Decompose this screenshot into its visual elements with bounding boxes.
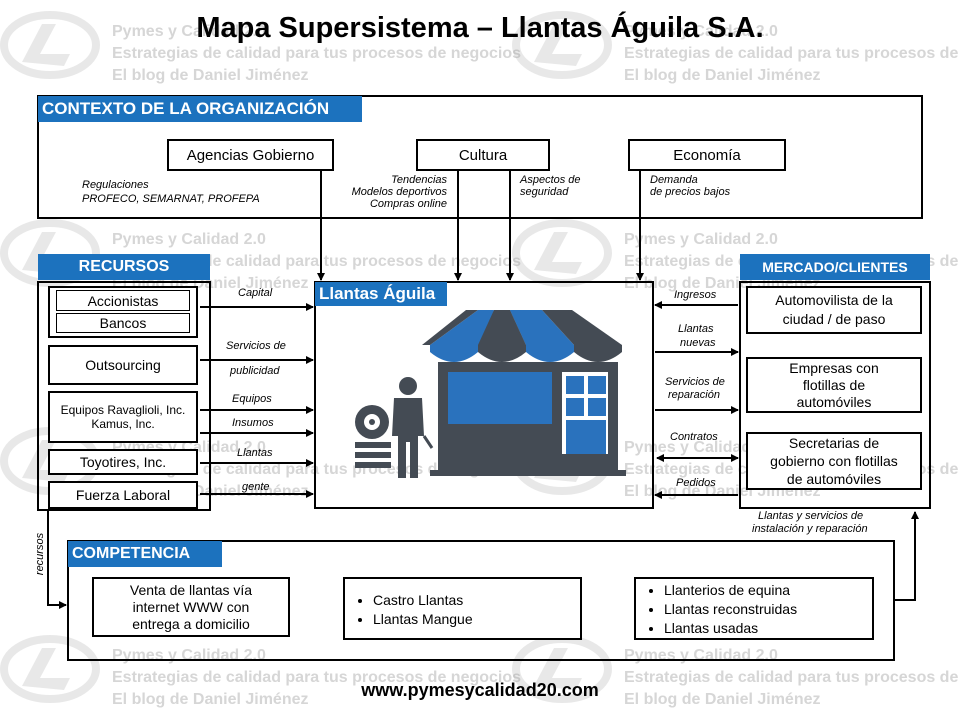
watermark-text: Estrategias de calidad para tus procesos… (624, 669, 960, 686)
label-precios: de precios bajos (650, 186, 731, 198)
watermark-text: Pymes y Calidad 2.0 (112, 231, 266, 248)
competidor-castro: Castro Llantas (373, 591, 572, 610)
flow-label-instalacion-2: instalación y reparación (752, 523, 868, 535)
flow-label-pedidos: Pedidos (676, 477, 716, 489)
equipos-line2: Kamus, Inc. (91, 417, 155, 431)
flow-label-servicios-reparacion-1: Servicios de (665, 376, 725, 388)
cultura-box: Cultura (416, 139, 550, 171)
store-icon (355, 310, 626, 478)
bancos-box: Bancos (56, 313, 190, 333)
watermark-text: El blog de Daniel Jiménez (624, 691, 821, 708)
flow-label-publicidad: publicidad (230, 365, 280, 377)
watermark-text: Pymes y Calidad 2.0 (624, 231, 778, 248)
secretarias-line2: gobierno con flotillas (770, 453, 898, 469)
agencias-gobierno-box: Agencias Gobierno (167, 139, 334, 171)
page-title: Mapa Supersistema – Llantas Águila S.A. (196, 12, 764, 44)
venta-line3: entrega a domicilio (132, 615, 250, 632)
flow-label-capital: Capital (238, 287, 273, 299)
competidor-usadas: Llantas usadas (664, 619, 864, 638)
fuerza-laboral-box: Fuerza Laboral (48, 481, 198, 509)
watermark-logo-icon (0, 11, 100, 79)
watermark-text: Estrategias de calidad para tus procesos… (112, 45, 522, 62)
center-section-frame (314, 281, 654, 509)
context-section-frame (37, 95, 923, 219)
empresas-line1: Empresas con (789, 359, 879, 376)
arrow-recursos (47, 510, 67, 609)
automovilista-box: Automovilista de la ciudad / de paso (746, 286, 922, 334)
label-regulaciones: Regulaciones (82, 179, 149, 191)
market-header: MERCADO/CLIENTES (740, 254, 930, 280)
context-header: CONTEXTO DE LA ORGANIZACIÓN (38, 96, 362, 122)
competidor-mangue: Llantas Mangue (373, 610, 572, 629)
flow-label-ingresos: Ingresos (674, 289, 717, 301)
flow-label-servicios: Servicios de (226, 340, 286, 352)
label-profeco: PROFECO, SEMARNAT, PROFEPA (82, 193, 260, 205)
empresas-line3: automóviles (796, 393, 872, 410)
flow-label-llantas-nuevas-1: Llantas (678, 323, 714, 335)
watermark-text: El blog de Daniel Jiménez (624, 67, 821, 84)
competidores-directos-box: Castro Llantas Llantas Mangue (343, 577, 582, 640)
empresas-box: Empresas con flotillas de automóviles (746, 357, 922, 413)
watermark-text: Pymes y Calidad 2.0 (624, 23, 778, 40)
watermark-text: Estrategias de calidad para tus procesos… (624, 45, 960, 62)
secretarias-box: Secretarias de gobierno con flotillas de… (746, 432, 922, 490)
competidores-indirectos-box: Llanterios de equina Llantas reconstruid… (634, 577, 874, 640)
accionistas-box: Accionistas (56, 290, 190, 311)
flow-label-gente: gente (242, 481, 270, 493)
outsourcing-box: Outsourcing (48, 345, 198, 385)
watermark-text: Estrategias de calidad para tus procesos… (112, 461, 522, 478)
flow-label-instalacion-1: Llantas y servicios de (758, 510, 864, 522)
resources-section-frame (37, 281, 211, 511)
flow-label-insumos: Insumos (232, 417, 274, 429)
recursos-side-label: recursos (34, 532, 46, 576)
arrow-competencia-mercado (894, 511, 919, 601)
toyotires-box: Toyotires, Inc. (48, 449, 198, 475)
watermark-text: Estrategias de calidad para tus procesos… (112, 669, 522, 686)
venta-internet-box: Venta de llantas vía internet WWW con en… (92, 577, 290, 637)
market-section-frame (739, 281, 931, 509)
venta-line2: internet WWW con (132, 598, 250, 615)
label-modelos: Modelos deportivos (351, 186, 447, 198)
label-demanda: Demanda (650, 174, 698, 186)
center-header: Llantas Águila (315, 282, 447, 306)
label-compras: Compras online (369, 198, 447, 210)
competidor-reconstruidas: Llantas reconstruidas (664, 600, 864, 619)
automovilista-line1: Automovilista de la (775, 292, 893, 308)
flow-label-servicios-reparacion-2: reparación (668, 389, 720, 401)
empresas-line2: flotillas de (802, 376, 866, 393)
watermark-text: Estrategias de calidad para tus procesos… (112, 253, 522, 270)
flow-label-llantas-nuevas-2: nuevas (680, 337, 716, 349)
venta-line1: Venta de llantas vía (129, 581, 253, 598)
footer-url: www.pymesycalidad20.com (361, 680, 599, 700)
flow-label-llantas: Llantas (237, 447, 273, 459)
watermark-logo-icon (0, 635, 100, 703)
flow-label-equipos: Equipos (232, 393, 272, 405)
flow-label-contratos: Contratos (670, 431, 718, 443)
watermark-text: El blog de Daniel Jiménez (112, 67, 309, 84)
resources-header: RECURSOS (38, 254, 210, 280)
secretarias-line3: de automóviles (786, 471, 882, 487)
label-aspectos: Aspectos de (520, 174, 581, 186)
automovilista-line2: ciudad / de paso (782, 311, 886, 327)
watermark-logo-icon (512, 11, 612, 79)
competidor-llanterios: Llanterios de equina (664, 581, 864, 600)
watermark-text: Pymes y Calidad 2.0 (112, 23, 266, 40)
equipos-line1: Equipos Ravaglioli, Inc. (60, 403, 186, 417)
competition-header: COMPETENCIA (68, 541, 222, 567)
watermark-text: El blog de Daniel Jiménez (112, 691, 309, 708)
label-tendencias: Tendencias (391, 174, 447, 186)
secretarias-line1: Secretarias de (788, 435, 880, 451)
equipos-box: Equipos Ravaglioli, Inc. Kamus, Inc. (48, 391, 198, 443)
economia-box: Economía (628, 139, 786, 171)
label-seguridad: seguridad (520, 186, 569, 198)
